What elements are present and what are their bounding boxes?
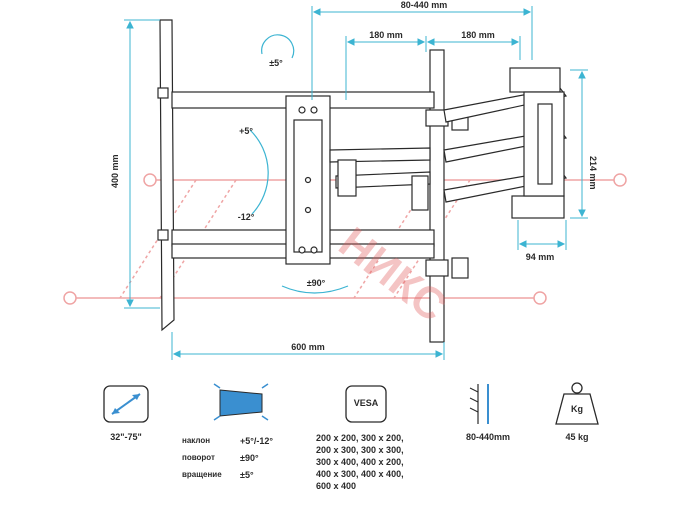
tilt-label: наклон <box>182 436 211 445</box>
rotation-value: ±5° <box>240 469 254 480</box>
vertical-label: 400 mm <box>110 154 120 188</box>
depth-icon <box>469 384 489 424</box>
vesa-icon <box>345 385 387 423</box>
tilt-value: +5°/-12° <box>240 435 273 446</box>
weight-value: 45 kg <box>565 432 589 442</box>
wall-assembly-right <box>509 67 565 219</box>
tilt-icon <box>213 383 269 421</box>
vesa-values: 200 x 200, 300 x 200, 200 x 300, 300 x 3… <box>316 432 436 492</box>
horizontal-label: 600 mm <box>291 342 325 352</box>
weight-badge: Kg <box>571 404 583 414</box>
depth-value: 80-440mm <box>465 432 511 442</box>
arm-left-label: 180 mm <box>369 30 403 40</box>
vesa-value: 300 x 400, 400 x 200, <box>316 457 404 467</box>
vesa-value: 600 x 400 <box>316 481 357 491</box>
screen-size-icon <box>103 385 149 423</box>
swivel-label: ±90° <box>306 278 326 288</box>
weight-icon <box>555 382 599 425</box>
center-plate <box>285 95 331 265</box>
vesa-value: 200 x 300, 300 x 300, <box>316 445 404 455</box>
vesa-value: 200 x 200, 300 x 200, <box>316 433 404 443</box>
depth-right-label: 214 mm <box>588 156 598 190</box>
swivel-label: поворот <box>182 453 215 462</box>
vesa-badge: VESA <box>353 398 379 408</box>
depth-bottom-label: 94 mm <box>525 252 555 262</box>
vesa-value: 400 x 300, 400 x 400, <box>316 469 404 479</box>
screen-size-value: 32"-75" <box>110 432 142 442</box>
swivel-value: ±90° <box>240 452 259 463</box>
tv-bracket-left <box>157 19 175 332</box>
rotation-arcs <box>249 34 349 294</box>
rotation-label: ±5° <box>269 58 283 68</box>
arm-right-label: 180 mm <box>461 30 495 40</box>
rotation-spec-label: вращение <box>182 470 222 479</box>
dimension-lines <box>124 6 588 360</box>
width-range-label: 80-440 mm <box>400 0 448 10</box>
motion-specs: наклон +5°/-12° поворот ±90° вращение ±5° <box>182 432 273 483</box>
tilt-up-label: +5° <box>239 126 253 136</box>
tilt-down-label: -12° <box>237 212 255 222</box>
